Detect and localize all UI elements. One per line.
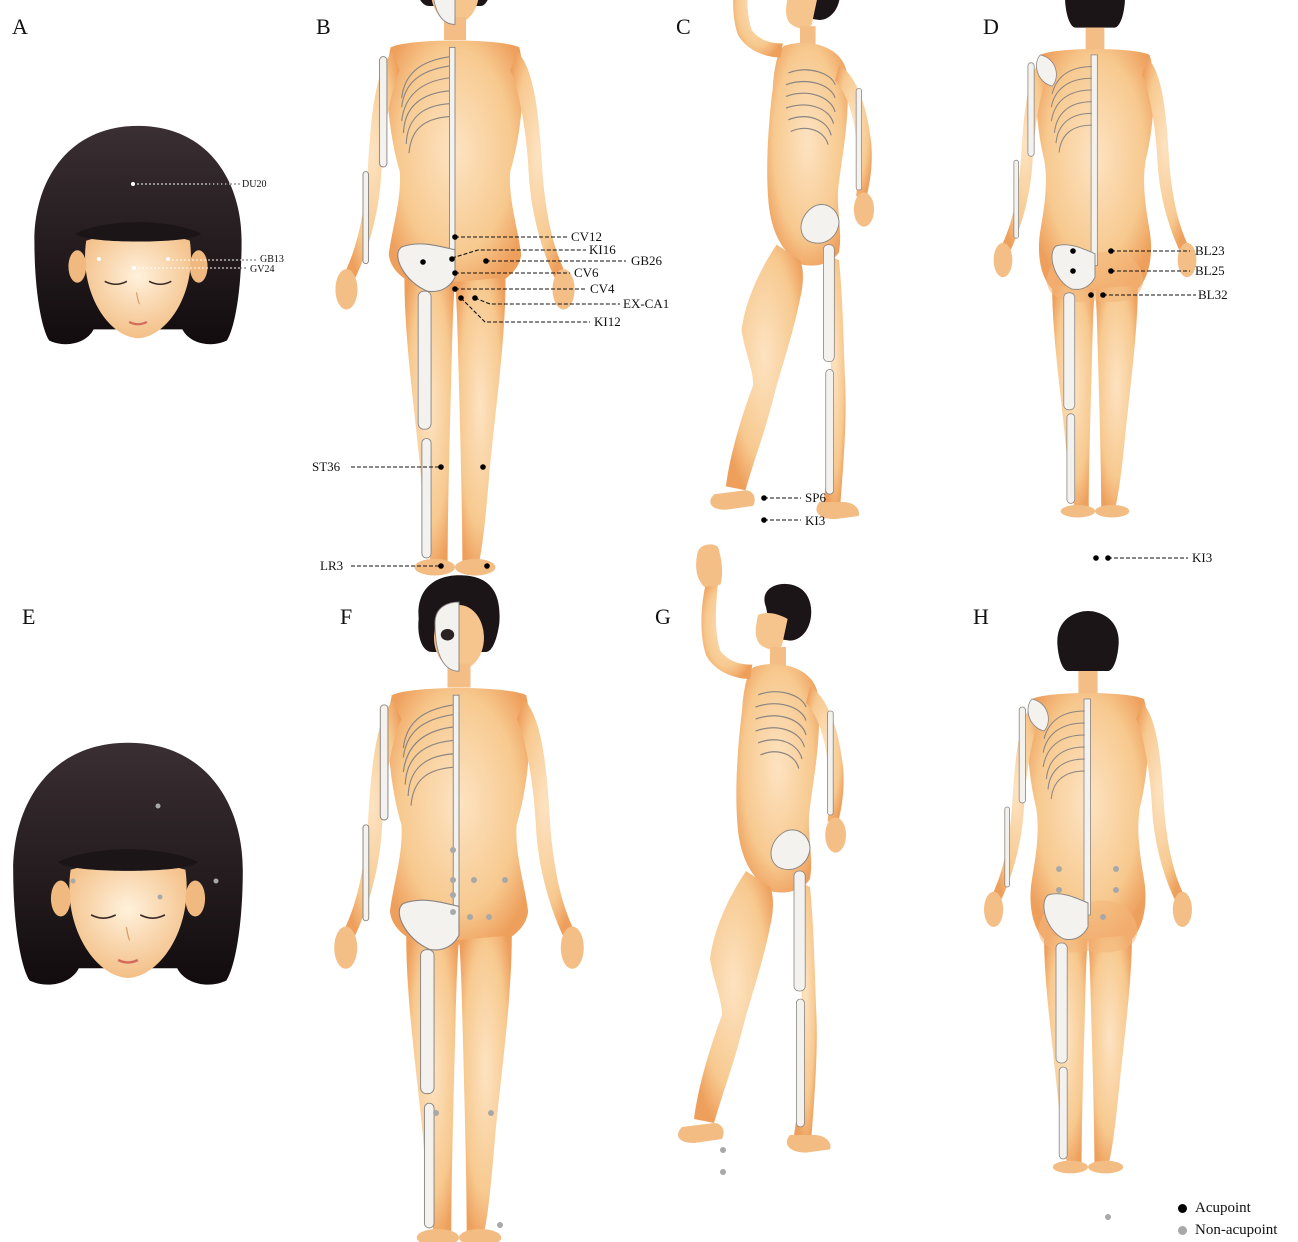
head-figure-e xyxy=(13,743,243,985)
panel-label-d: D xyxy=(983,14,999,40)
head-figure-a xyxy=(34,126,241,344)
panel-label-c: C xyxy=(676,14,691,40)
label-bl23: BL23 xyxy=(1195,243,1225,259)
front-figure-f xyxy=(334,575,584,1242)
label-gb26: GB26 xyxy=(631,253,662,269)
label-sp6: SP6 xyxy=(805,490,826,506)
panel-label-h: H xyxy=(973,604,989,630)
label-ki12: KI12 xyxy=(594,314,621,330)
label-lr3: LR3 xyxy=(320,558,343,574)
panel-label-f: F xyxy=(340,604,352,630)
side-figure-c xyxy=(710,0,874,519)
non-acupoint-dot-icon xyxy=(1178,1226,1187,1235)
label-ki3-d: KI3 xyxy=(1192,550,1212,566)
legend-non-acupoint: Non-acupoint xyxy=(1178,1222,1277,1239)
label-bl25: BL25 xyxy=(1195,263,1225,279)
label-du20: DU20 xyxy=(242,179,266,190)
side-figure-g xyxy=(678,544,846,1152)
acupoint-dots-c xyxy=(761,495,767,523)
back-figure-h xyxy=(984,611,1192,1173)
legend-non-acupoint-label: Non-acupoint xyxy=(1195,1222,1277,1238)
non-acupoint-dots-g xyxy=(720,1147,726,1175)
back-figure-d xyxy=(994,0,1197,517)
legend-acupoint-label: Acupoint xyxy=(1195,1200,1251,1216)
label-st36: ST36 xyxy=(312,459,340,475)
panel-label-b: B xyxy=(316,14,331,40)
panel-label-e: E xyxy=(22,604,35,630)
label-ki3-c: KI3 xyxy=(805,513,825,529)
label-ki16: KI16 xyxy=(589,242,616,258)
label-ex-ca1: EX-CA1 xyxy=(623,296,669,312)
panel-label-a: A xyxy=(12,14,28,40)
label-gv24: GV24 xyxy=(250,264,274,275)
label-cv6: CV6 xyxy=(574,265,599,281)
acupoint-dot-icon xyxy=(1178,1204,1187,1213)
panel-label-g: G xyxy=(655,604,671,630)
legend-acupoint: Acupoint xyxy=(1178,1200,1251,1217)
leader-lines-c xyxy=(764,498,801,520)
label-cv4: CV4 xyxy=(590,281,615,297)
label-bl32: BL32 xyxy=(1198,287,1228,303)
